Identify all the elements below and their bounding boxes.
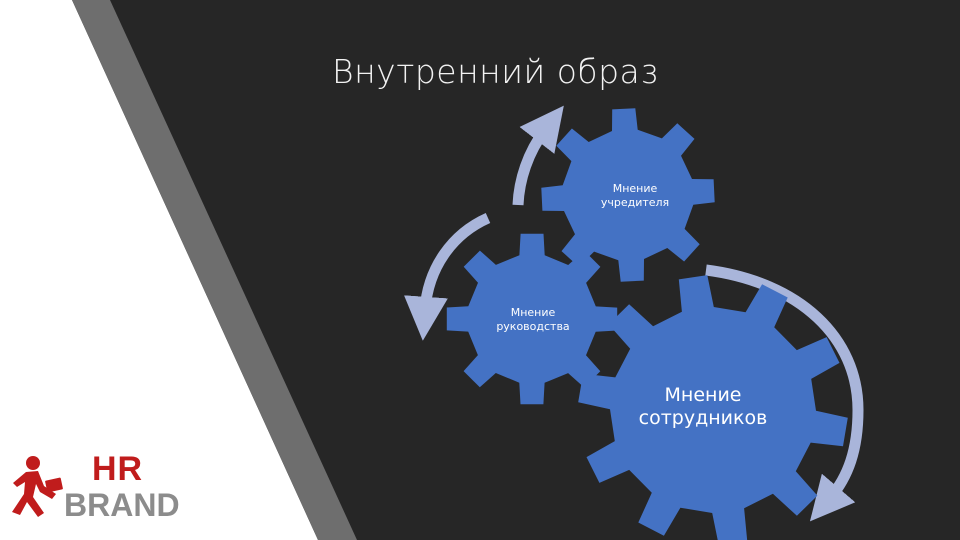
gear-management [446,233,618,405]
running-businessman-icon [12,456,63,517]
gear-label-management-line2: руководства [496,319,570,333]
logo-text-brand: BRAND [64,487,180,523]
gear-label-employees-line2: сотрудников [638,406,768,429]
gear-label-employees-line1: Мнение [664,384,742,406]
logo-text-hr: HR [92,450,144,488]
gear-label-management: Мнение руководства [483,306,583,334]
gear-founder [541,108,715,282]
white-side-panel [0,0,318,540]
cycle-arrow-to-founder [512,105,564,206]
gear-label-management-line1: Мнение [510,306,556,319]
gear-label-founder-line2: учредителя [600,195,670,209]
cycle-arrow-to-management [404,212,491,341]
gray-diagonal-stripe [72,0,357,540]
gear-label-founder-line1: Мнение [612,182,658,195]
gear-label-founder: Мнение учредителя [585,182,685,210]
gear-employees [578,275,848,540]
slide-title: Внутренний образ [332,52,659,91]
gear-label-employees: Мнение сотрудников [623,384,783,430]
cycle-arrow-to-employees [705,264,864,522]
